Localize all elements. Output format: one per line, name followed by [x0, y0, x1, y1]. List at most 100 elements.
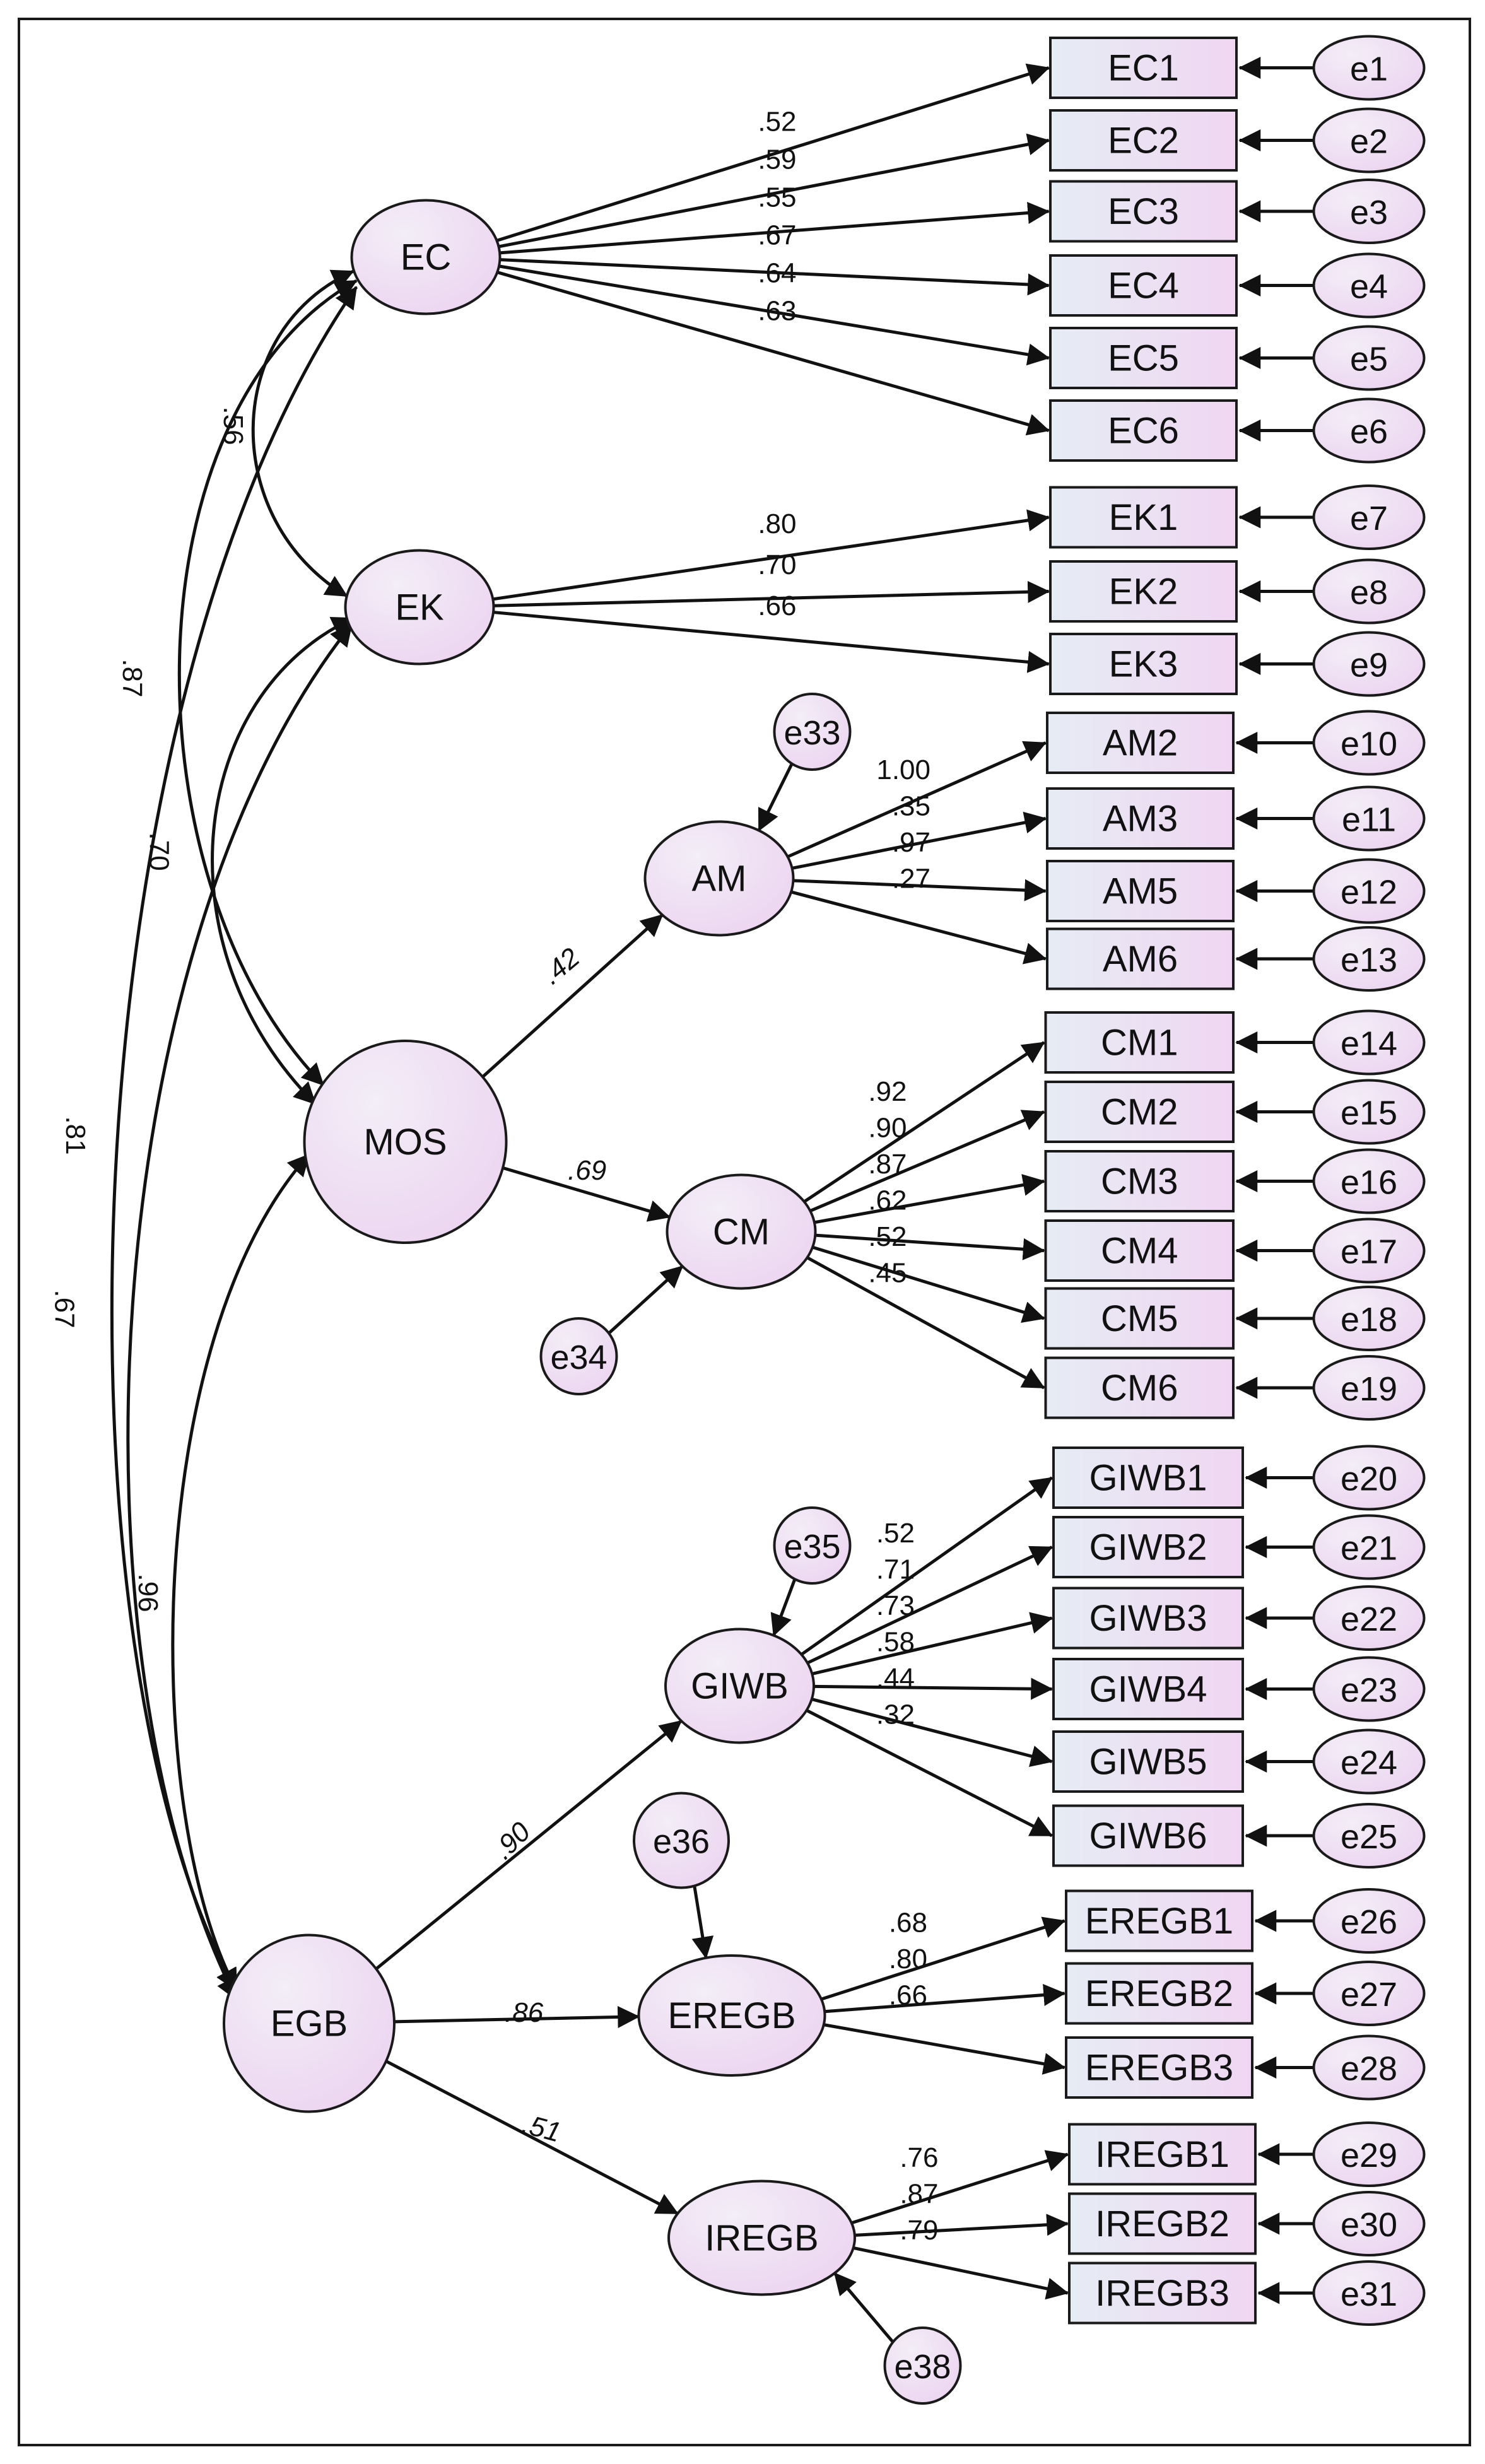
- loading-label: .70: [758, 549, 796, 580]
- indicator-box: [1046, 712, 1235, 774]
- latent-label: AM: [692, 859, 747, 900]
- error-label: e5: [1350, 341, 1388, 378]
- structural-path-egb-eregb: [394, 2005, 640, 2028]
- loading-label: .97: [892, 827, 930, 858]
- indicator-ec6: EC6: [1049, 399, 1238, 462]
- structural-path-mos-cm: [502, 1166, 671, 1222]
- error-e20: e20: [1312, 1445, 1426, 1511]
- indicator-label: CM1: [1101, 1023, 1178, 1064]
- error-label: e7: [1350, 500, 1388, 537]
- indicator-ec1: EC1: [1049, 37, 1238, 99]
- indicator-box: [1049, 486, 1238, 549]
- error-ellipse: [1312, 1079, 1426, 1145]
- indicator-box: [1046, 787, 1235, 850]
- error-e36: e36: [633, 1792, 730, 1889]
- error-label: e13: [1341, 941, 1397, 979]
- latent-ellipse: [303, 1040, 508, 1244]
- error-label: e8: [1350, 574, 1388, 612]
- indicator-box: [1049, 560, 1238, 623]
- indicator-label: EK2: [1109, 572, 1178, 613]
- loading-label: .63: [758, 296, 796, 327]
- error-label: e26: [1341, 1903, 1397, 1941]
- loading-path: [496, 63, 1050, 242]
- loading-path: [809, 1110, 1045, 1212]
- indicator-box: [1065, 1962, 1253, 2025]
- indicator-label: EC1: [1108, 48, 1179, 89]
- error-ellipse: [773, 693, 852, 771]
- latent-label: MOS: [363, 1122, 447, 1163]
- loading-label: .62: [868, 1185, 907, 1216]
- latent-am: AM: [643, 820, 795, 937]
- error-ellipse: [1312, 397, 1426, 464]
- indicator-label: GIWB4: [1089, 1669, 1207, 1710]
- loading-path: [823, 2023, 1066, 2075]
- indicator-box: [1046, 860, 1235, 922]
- indicator-giwb2: GIWB2: [1052, 1516, 1244, 1578]
- indicator-giwb1: GIWB1: [1052, 1446, 1244, 1509]
- error-ellipse: [633, 1792, 730, 1889]
- indicator-label: AM6: [1103, 939, 1178, 980]
- error-e10: e10: [1312, 710, 1426, 776]
- indicator-label: GIWB2: [1089, 1527, 1207, 1568]
- error-e33: e33: [773, 693, 852, 771]
- error-e9: e9: [1312, 631, 1426, 697]
- loading-path: [803, 1041, 1045, 1204]
- error-ellipse: [1312, 1217, 1426, 1284]
- indicator-iregb2: IREGB2: [1068, 2192, 1257, 2255]
- indicator-ek2: EK2: [1049, 560, 1238, 623]
- error-label: e35: [784, 1528, 840, 1566]
- loading-path: [824, 1984, 1066, 2014]
- error-ellipse: [1312, 1148, 1426, 1214]
- indicator-label: GIWB5: [1089, 1742, 1207, 1783]
- indicator-am6: AM6: [1046, 927, 1235, 990]
- error-e1: e1: [1312, 35, 1426, 101]
- error-label: e9: [1350, 647, 1388, 684]
- indicator-label: AM5: [1103, 871, 1178, 912]
- path-coefficient: .86: [505, 1997, 544, 2028]
- error-label: e19: [1341, 1370, 1397, 1408]
- error-ellipse: [1312, 558, 1426, 625]
- loading-label: .92: [868, 1076, 907, 1107]
- error-e5: e5: [1312, 325, 1426, 391]
- error-e29: e29: [1312, 2121, 1426, 2187]
- indicator-label: EK3: [1109, 644, 1178, 685]
- latent-ellipse: [664, 1628, 815, 1744]
- indicator-label: EC6: [1108, 411, 1179, 452]
- loading-label: .58: [876, 1627, 915, 1658]
- loading-label: .66: [889, 1980, 927, 2011]
- latent-iregb: IREGB: [667, 2179, 856, 2296]
- correlation-coefficient: .70: [144, 832, 175, 871]
- latent-ellipse: [344, 549, 495, 666]
- loading-label: .68: [889, 1908, 927, 1939]
- indicator-box: [1049, 399, 1238, 462]
- indicator-ek3: EK3: [1049, 633, 1238, 695]
- disturbance-path: [757, 763, 794, 832]
- indicator-box: [1044, 1287, 1235, 1350]
- error-ellipse: [1312, 2260, 1426, 2326]
- structural-path-egb-giwb: [375, 1720, 683, 1971]
- loading-label: .52: [868, 1221, 907, 1252]
- error-label: e30: [1341, 2206, 1397, 2244]
- indicator-cm4: CM4: [1044, 1219, 1235, 1282]
- loading-label: .52: [876, 1518, 915, 1549]
- indicator-eregb1: EREGB1: [1065, 1889, 1253, 1952]
- indicator-label: EREGB1: [1085, 1901, 1233, 1942]
- error-ellipse: [1312, 1656, 1426, 1722]
- error-ellipse: [1312, 484, 1426, 550]
- indicator-box: [1065, 2036, 1253, 2099]
- error-label: e21: [1341, 1530, 1397, 1568]
- error-e8: e8: [1312, 558, 1426, 625]
- indicator-giwb3: GIWB3: [1052, 1587, 1244, 1650]
- error-label: e34: [550, 1339, 607, 1376]
- indicator-box: [1046, 927, 1235, 990]
- loading-path: [496, 271, 1050, 436]
- error-ellipse: [539, 1317, 618, 1395]
- error-ellipse: [1312, 2191, 1426, 2256]
- indicator-cm1: CM1: [1044, 1011, 1235, 1074]
- loading-label: .44: [876, 1663, 915, 1694]
- indicator-box: [1052, 1658, 1244, 1720]
- error-e30: e30: [1312, 2191, 1426, 2256]
- latent-eregb: EREGB: [637, 1954, 826, 2077]
- indicator-box: [1049, 633, 1238, 695]
- latent-ec: EC: [350, 199, 502, 315]
